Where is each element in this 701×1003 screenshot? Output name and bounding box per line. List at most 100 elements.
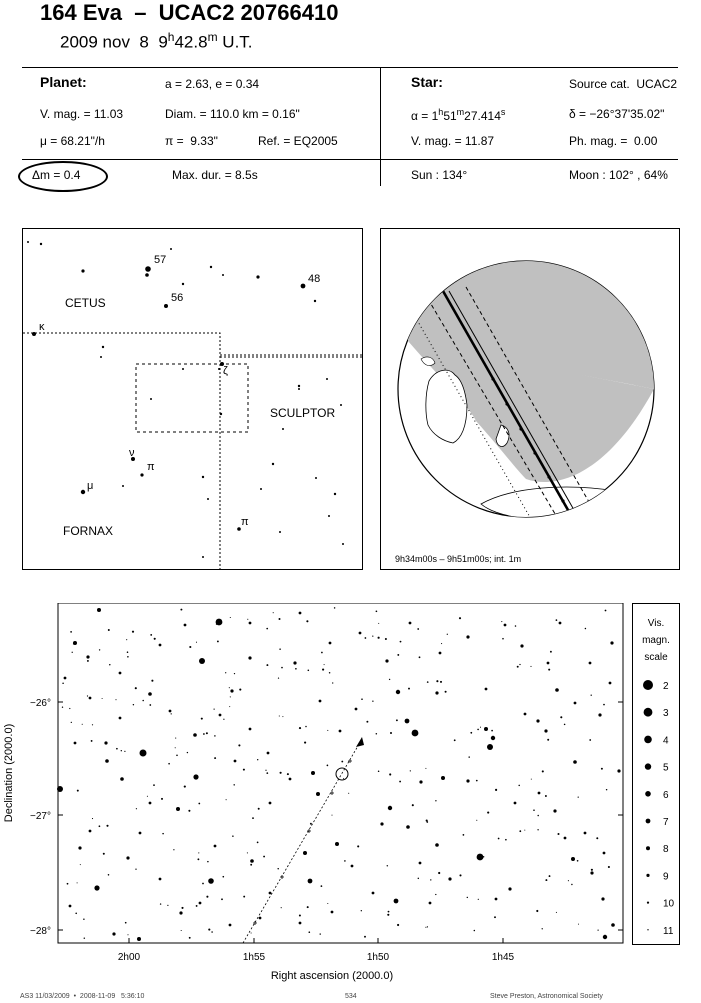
chart-star <box>441 776 445 780</box>
chart-star <box>546 661 550 665</box>
finder-star <box>150 398 152 400</box>
chart-star <box>523 712 527 716</box>
chart-faint-star <box>482 855 485 858</box>
chart-star <box>208 878 214 884</box>
scale-dot-11 <box>647 929 649 931</box>
chart-faint-star <box>545 879 548 882</box>
finder-star <box>256 275 260 279</box>
label-pi-1: π <box>147 461 155 473</box>
chart-star <box>94 885 100 891</box>
chart-faint-star <box>298 914 301 917</box>
chart-faint-star <box>475 779 478 782</box>
chart-faint-star <box>386 865 389 867</box>
scale-dot-2 <box>643 680 653 690</box>
chart-faint-star <box>66 882 69 885</box>
chart-faint-star <box>417 628 420 630</box>
chart-faint-star <box>233 672 236 675</box>
chart-faint-star <box>216 640 219 643</box>
chart-faint-star <box>250 932 252 934</box>
chart-faint-star <box>364 637 367 639</box>
chart-faint-star <box>243 895 246 898</box>
header-divider <box>380 68 381 186</box>
chart-star <box>148 692 152 696</box>
chart-star <box>148 801 152 805</box>
label-56: 56 <box>171 292 183 304</box>
finder-star <box>237 527 241 531</box>
chart-faint-star <box>263 855 266 858</box>
chart-faint-star <box>596 837 599 840</box>
finder-star <box>100 356 102 358</box>
chart-faint-star <box>548 875 551 878</box>
finder-star <box>328 515 330 517</box>
chart-star <box>490 735 496 741</box>
finder-star <box>131 457 135 461</box>
chart-faint-star <box>387 910 390 913</box>
chart-faint-star <box>470 731 473 734</box>
chart-faint-star <box>590 868 593 871</box>
chart-faint-star <box>279 648 281 650</box>
chart-star <box>88 696 92 700</box>
chart-faint-star <box>101 698 103 699</box>
chart-faint-star <box>247 618 249 620</box>
chart-star <box>97 608 101 612</box>
chart-faint-star <box>466 896 469 899</box>
finder-star <box>201 475 205 479</box>
chart-faint-star <box>69 707 71 710</box>
chart-star <box>508 887 512 891</box>
chart-faint-star <box>279 771 282 774</box>
chart-faint-star <box>221 898 223 901</box>
chart-star <box>311 771 315 775</box>
chart-faint-star <box>322 668 325 671</box>
chart-star <box>68 904 72 908</box>
finder-star <box>207 498 209 500</box>
chart-faint-star <box>211 931 213 933</box>
chart-faint-star <box>150 634 153 636</box>
chart-faint-star <box>426 926 429 928</box>
chart-faint-star <box>399 640 402 643</box>
chart-star <box>73 641 77 645</box>
chart-faint-star <box>468 756 470 758</box>
chart-star <box>544 729 548 733</box>
chart-faint-star <box>70 721 72 724</box>
chart-faint-star <box>76 882 78 884</box>
delta-mag-highlight <box>18 161 108 192</box>
chart-faint-star <box>408 687 410 690</box>
finder-star <box>340 404 342 406</box>
chart-faint-star <box>213 708 215 710</box>
scale-dot-6 <box>645 791 651 797</box>
planet-diameter: Diam. = 110.0 km = 0.16" <box>165 107 300 121</box>
chart-faint-star <box>397 653 400 656</box>
chart-star <box>555 688 559 692</box>
chart-faint-star <box>83 918 85 921</box>
chart-star <box>602 851 606 855</box>
chart-faint-star <box>589 739 592 741</box>
axis-ticks <box>58 701 623 943</box>
chart-faint-star <box>477 728 479 731</box>
star-ra: α = 1h51m27.414s <box>411 107 506 123</box>
chart-faint-star <box>173 849 175 851</box>
chart-faint-star <box>397 923 400 927</box>
y-axis-label: Declination (2000.0) <box>3 724 15 822</box>
scale-dot-9 <box>646 873 650 877</box>
x-axis-label: Right ascension (2000.0) <box>271 970 393 982</box>
scale-dot-3 <box>643 707 653 717</box>
chart-star <box>354 707 358 711</box>
planet-vmag: V. mag. = 11.03 <box>40 107 124 121</box>
chart-faint-star <box>327 729 329 731</box>
chart-star <box>118 716 122 720</box>
chart-star <box>104 741 108 745</box>
chart-faint-star <box>395 719 398 722</box>
chart-faint-star <box>134 687 137 690</box>
chart-faint-star <box>372 700 374 702</box>
chart-star <box>435 843 439 847</box>
chart-faint-star <box>180 608 183 611</box>
chart-faint-star <box>281 666 283 669</box>
chart-faint-star <box>377 636 380 639</box>
scale-dot-10 <box>646 901 650 904</box>
chart-faint-star <box>530 778 532 780</box>
chart-faint-star <box>438 871 441 875</box>
delta-mag: Δm = 0.4 <box>32 168 81 182</box>
chart-faint-star <box>387 913 390 916</box>
label-mu: μ <box>87 480 93 492</box>
